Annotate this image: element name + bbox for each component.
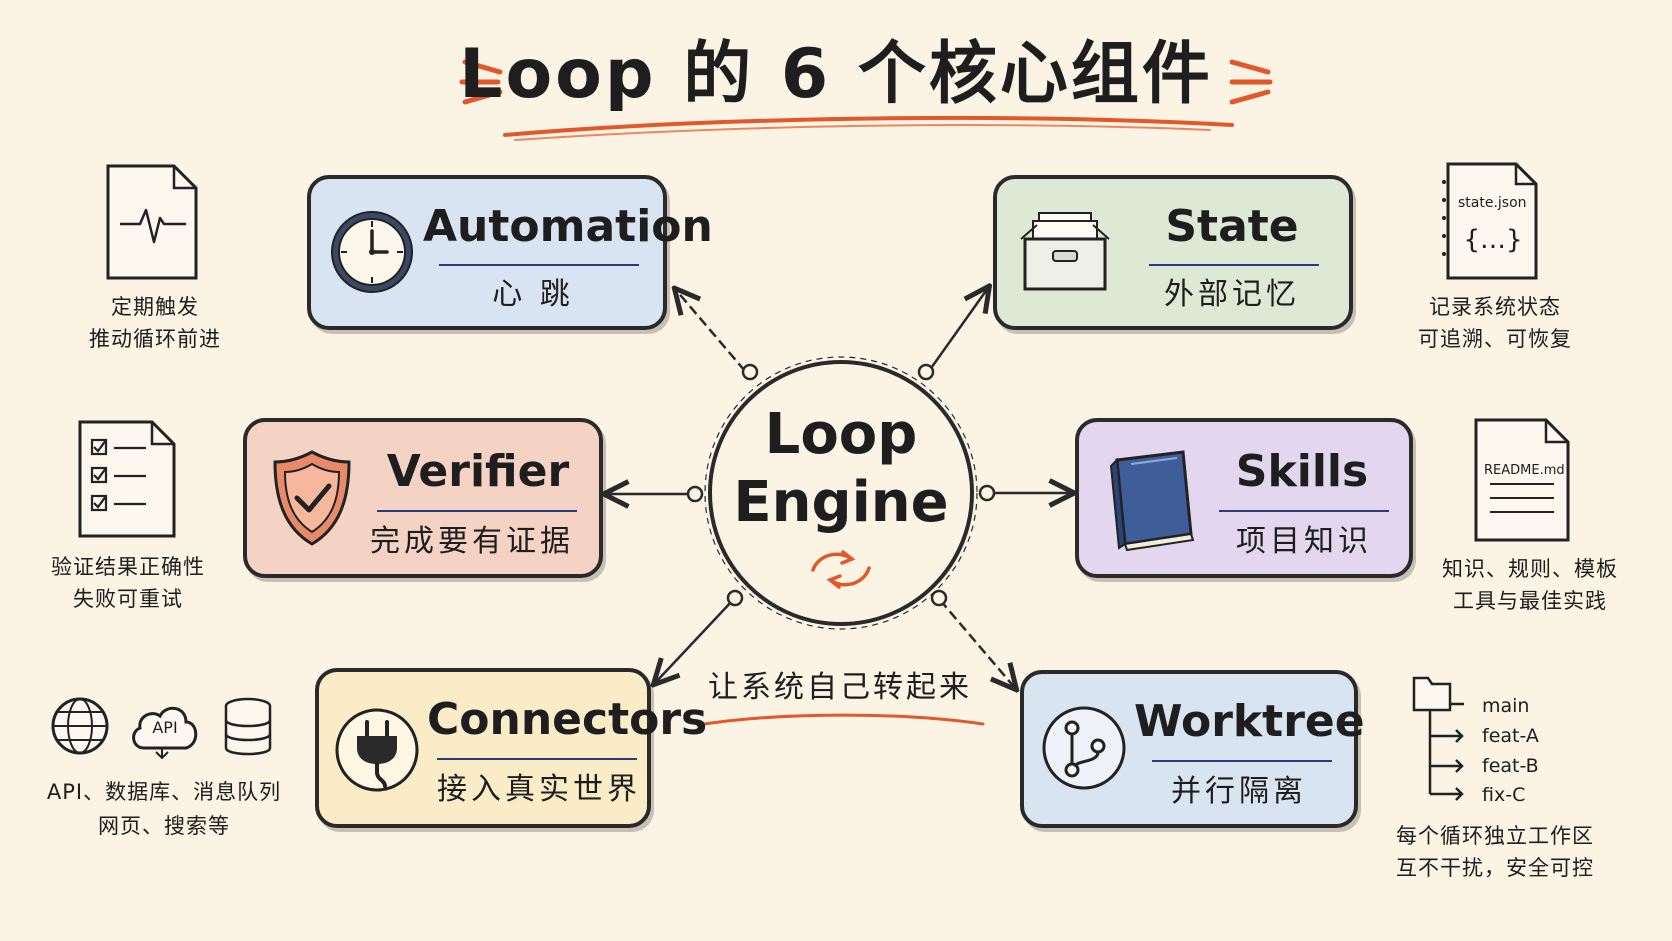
state-note-line2: 可追溯、可恢复 <box>1418 327 1572 351</box>
worktree-sub: 并行隔离 <box>1171 774 1307 809</box>
connectors-note-line1: API、数据库、消息队列 <box>46 780 282 804</box>
automation-note-line1: 定期触发 <box>111 295 199 319</box>
connectors-name: Connectors <box>427 694 708 745</box>
arrow-to-worktree <box>939 599 1015 688</box>
folder-tree-icon <box>1412 676 1464 801</box>
skills-rule <box>1219 510 1389 512</box>
state-file-name: state.json <box>1458 195 1527 211</box>
worktree-rule <box>1152 760 1332 762</box>
state-card[interactable]: State 外部记忆 <box>993 175 1353 330</box>
cloud-api-label: API <box>152 718 178 737</box>
git-branch-icon <box>1042 706 1126 790</box>
globe-icon <box>51 697 109 755</box>
state-note-line1: 记录系统状态 <box>1429 295 1561 319</box>
arrow-to-automation <box>676 290 746 372</box>
title-underline <box>503 115 1234 137</box>
branch-feat-a: feat-A <box>1482 725 1539 747</box>
connectors-card[interactable]: Connectors 接入真实世界 <box>315 668 708 828</box>
verifier-rule <box>377 510 577 512</box>
book-icon <box>1109 450 1195 552</box>
checklist-icon <box>78 420 176 538</box>
verifier-note-line2: 失败可重试 <box>73 587 183 611</box>
heartbeat-file-icon <box>106 164 198 280</box>
state-file-body: {…} <box>1463 225 1523 255</box>
verifier-name: Verifier <box>386 446 570 497</box>
skills-note-line2: 工具与最佳实践 <box>1453 589 1607 613</box>
skills-card[interactable]: Skills 项目知识 <box>1075 418 1413 578</box>
archive-box-icon <box>1020 212 1110 291</box>
database-icon <box>224 697 272 756</box>
title-sparkle-left <box>459 59 503 105</box>
shield-check-icon <box>273 450 351 546</box>
arrow-to-state <box>927 288 988 372</box>
title-sparkle-right <box>1229 59 1273 105</box>
cloud-api-icon <box>132 706 198 760</box>
skills-sub: 项目知识 <box>1236 524 1372 559</box>
readme-file-icon <box>1474 418 1570 542</box>
connectors-rule <box>437 758 637 760</box>
engine-title-line1: Loop <box>764 402 918 467</box>
state-name: State <box>1165 201 1299 252</box>
automation-name: Automation <box>423 201 713 252</box>
state-rule <box>1149 264 1319 266</box>
tagline: 让系统自己转起来 <box>708 670 972 705</box>
automation-note-line2: 推动循环前进 <box>89 327 221 351</box>
worktree-name: Worktree <box>1134 696 1365 747</box>
branch-main: main <box>1482 695 1530 717</box>
automation-card[interactable]: Automation 心 跳 <box>307 175 713 330</box>
page-title: Loop 的 6 个核心组件 <box>459 35 1213 114</box>
skills-file-name: README.md <box>1484 463 1565 478</box>
branch-feat-b: feat-B <box>1482 755 1539 777</box>
branch-fix-c: fix-C <box>1482 784 1526 806</box>
connectors-note-line2: 网页、搜索等 <box>98 814 230 838</box>
cycle-icon <box>811 550 871 589</box>
skills-note-line1: 知识、规则、模板 <box>1442 557 1618 581</box>
automation-sub: 心 跳 <box>492 277 574 312</box>
worktree-note-line2: 互不干扰，安全可控 <box>1396 856 1594 880</box>
plug-icon <box>335 708 419 792</box>
arrow-to-connectors <box>655 599 734 683</box>
worktree-card[interactable]: Worktree 并行隔离 <box>1020 670 1365 828</box>
connectors-sub: 接入真实世界 <box>437 772 641 807</box>
tagline-underline <box>696 713 985 727</box>
verifier-sub: 完成要有证据 <box>370 524 574 559</box>
verifier-note-line1: 验证结果正确性 <box>51 555 205 579</box>
state-sub: 外部记忆 <box>1164 277 1300 312</box>
clock-icon <box>331 211 413 293</box>
automation-rule <box>439 264 639 266</box>
verifier-card[interactable]: Verifier 完成要有证据 <box>243 418 603 578</box>
engine-title-line2: Engine <box>733 470 949 535</box>
engine-circle <box>708 360 974 626</box>
skills-name: Skills <box>1235 446 1369 497</box>
worktree-note-line1: 每个循环独立工作区 <box>1396 824 1594 848</box>
json-file-icon <box>1442 162 1538 280</box>
